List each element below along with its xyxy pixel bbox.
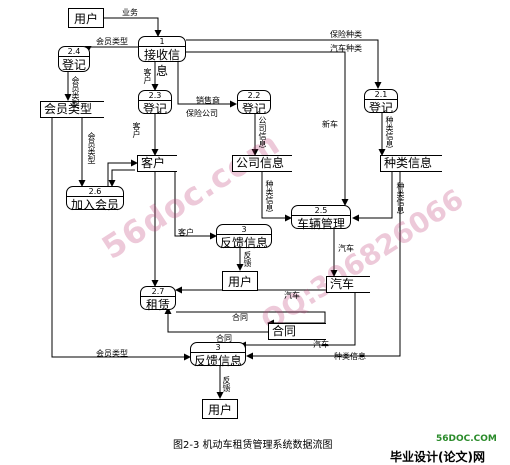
flow-label-category-info-b: 种类信息 (396, 182, 405, 214)
flow-label-customer-b: 客户 (132, 122, 141, 138)
flow-receive-to-register24 (84, 46, 138, 53)
flow-label-car-c: 汽车 (313, 340, 329, 349)
flow-companyinfo-to-carmgmt (261, 171, 292, 222)
flow-label-insurance-type: 保险种类 (330, 30, 362, 39)
flow-label-dealer: 销售商 (196, 96, 220, 105)
flow-label-category-info-a: 种类信息 (385, 116, 394, 148)
flow-label-customer-c: 客户 (178, 228, 194, 237)
entity-user-bottom: 用户 (202, 399, 238, 419)
flow-label-contract-b: 合同 (216, 334, 232, 343)
flow-user-to-receive (103, 17, 162, 37)
flow-label-member-type-d: 会员类型 (96, 349, 128, 358)
store-company-info: 公司信息 (232, 155, 292, 172)
flow-customer-to-feedback3a (174, 171, 217, 240)
store-car: 汽车 (326, 276, 370, 293)
flow-label-business: 业务 (122, 8, 138, 17)
flow-label-feedback-b: 反馈 (222, 376, 231, 392)
store-member-type: 会员类型 (40, 101, 104, 118)
flow-label-category-info-d: 种类信息 (334, 352, 366, 361)
flow-receive-newcar-to-carmgmt (186, 51, 349, 206)
store-contract: 合同 (268, 323, 326, 340)
flow-receive-to-register21 (186, 39, 382, 89)
flow-label-member-type-a: 会员类型 (96, 37, 128, 46)
flow-categoryinfo-to-feedback3b (246, 171, 401, 360)
flow-categoryinfo-to-carmgmt (352, 171, 393, 222)
flow-car-to-feedback3b (239, 290, 356, 349)
flow-label-new-car: 新车 (322, 120, 338, 129)
flow-label-car-a: 汽车 (338, 244, 354, 253)
store-customer: 客户 (137, 155, 177, 172)
flow-label-feedback-a: 反馈 (243, 251, 252, 267)
brand-url: 56DOC.COM (436, 434, 497, 444)
flow-label-car-type: 汽车种类 (330, 44, 362, 53)
flow-joinmember-to-customer (107, 159, 138, 188)
flow-label-member-type-c: 会员类型 (87, 132, 96, 164)
flow-label-category-info-c: 种类信息 (265, 180, 274, 212)
brand-logo-text: 毕业设计(论文)网 (390, 450, 485, 464)
flow-label-member-type-b: 会员类型 (71, 76, 80, 108)
store-category-info: 种类信息 (380, 155, 442, 172)
flow-contract-to-lease (164, 307, 270, 333)
flow-label-contract-a: 合同 (232, 313, 248, 322)
entity-user-top: 用户 (68, 8, 104, 28)
flow-membertype-to-feedback3b (51, 117, 191, 361)
entity-user-mid: 用户 (222, 271, 258, 291)
flow-receive-to-register22 (177, 60, 237, 108)
flow-label-company-info-a: 公司信息 (258, 116, 267, 148)
flow-customer-to-joinmember (108, 169, 135, 187)
flow-label-insurance-co: 保险公司 (186, 109, 218, 118)
flow-label-car-b: 汽车 (284, 291, 300, 300)
figure-caption: 图2-3 机动车租赁管理系统数据流图 (173, 440, 333, 451)
flow-label-customer-a: 客户 (143, 68, 152, 84)
